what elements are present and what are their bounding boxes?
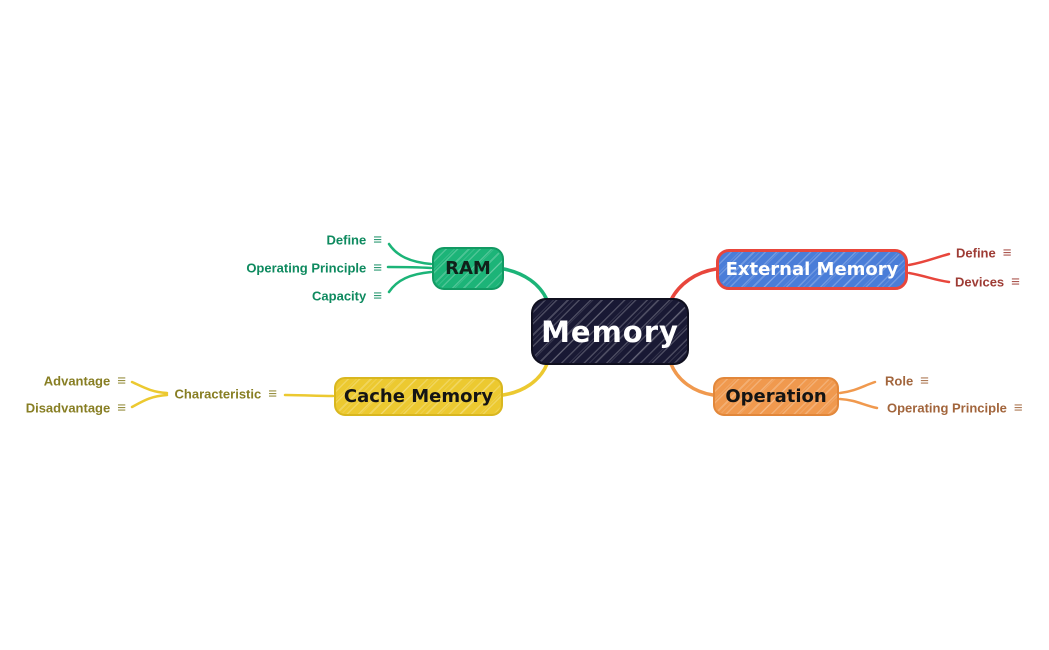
topic-external-memory[interactable]: External Memory: [716, 249, 908, 290]
topic-ram[interactable]: RAM: [432, 247, 504, 290]
subtopic-label: Disadvantage: [25, 400, 111, 416]
topic-external-memory-label: External Memory: [725, 259, 899, 280]
subtopic-external-devices[interactable]: Devices ≡: [955, 275, 1020, 290]
subtopic-operation-operating-principle[interactable]: Operating Principle ≡: [887, 401, 1023, 416]
topic-memory-label: Memory: [541, 314, 679, 349]
subtopic-ram-capacity[interactable]: Capacity ≡: [312, 289, 382, 304]
subtopic-label: Role: [885, 373, 914, 389]
connector-ram-capacity: [387, 270, 433, 294]
connector-cache-characteristic: [283, 393, 335, 398]
topic-operation-label: Operation: [725, 386, 827, 407]
connector-operation-operating-principle: [838, 397, 879, 410]
connector-memory-ram: [502, 267, 549, 302]
subtopic-operation-role[interactable]: Role ≡: [885, 374, 929, 389]
subtopic-label: Operating Principle: [887, 400, 1007, 416]
notes-icon[interactable]: ≡: [373, 287, 382, 305]
topic-ram-label: RAM: [445, 258, 491, 279]
subtopic-label: Define: [956, 245, 996, 261]
notes-icon[interactable]: ≡: [920, 372, 929, 390]
subtopic-label: Define: [326, 232, 367, 248]
connector-memory-cache: [501, 362, 549, 397]
topic-cache-memory-label: Cache Memory: [343, 386, 494, 407]
connector-ram-define: [387, 242, 433, 266]
notes-icon[interactable]: ≡: [373, 259, 382, 277]
subtopic-label: Characteristic: [174, 386, 262, 402]
connector-memory-external: [669, 267, 718, 302]
connector-external-devices: [907, 271, 951, 284]
topic-cache-memory[interactable]: Cache Memory: [334, 377, 503, 416]
subtopic-label: Operating Principle: [246, 260, 367, 276]
connector-ram-operating-principle: [386, 265, 433, 270]
notes-icon[interactable]: ≡: [1013, 399, 1023, 417]
topic-memory[interactable]: Memory: [531, 298, 689, 365]
notes-icon[interactable]: ≡: [1011, 273, 1020, 291]
connector-characteristic-advantage: [130, 380, 169, 395]
subtopic-characteristic-advantage[interactable]: Advantage ≡: [44, 374, 126, 389]
subtopic-external-define[interactable]: Define ≡: [956, 246, 1012, 261]
notes-icon[interactable]: ≡: [1002, 244, 1012, 262]
connector-operation-role: [838, 380, 877, 395]
topic-operation[interactable]: Operation: [713, 377, 839, 416]
subtopic-label: Capacity: [312, 288, 367, 304]
subtopic-cache-characteristic[interactable]: Characteristic ≡: [175, 387, 277, 402]
notes-icon[interactable]: ≡: [117, 372, 126, 390]
connector-characteristic-disadvantage: [130, 393, 169, 409]
notes-icon[interactable]: ≡: [373, 231, 382, 249]
subtopic-characteristic-disadvantage[interactable]: Disadvantage ≡: [26, 401, 126, 416]
subtopic-ram-operating-principle[interactable]: Operating Principle ≡: [246, 261, 382, 276]
notes-icon[interactable]: ≡: [117, 399, 126, 417]
notes-icon[interactable]: ≡: [268, 385, 277, 403]
subtopic-label: Advantage: [43, 373, 111, 389]
subtopic-label: Devices: [955, 274, 1005, 290]
connector-external-define: [907, 252, 951, 267]
connector-memory-operation: [669, 362, 715, 397]
subtopic-ram-define[interactable]: Define ≡: [327, 233, 383, 248]
